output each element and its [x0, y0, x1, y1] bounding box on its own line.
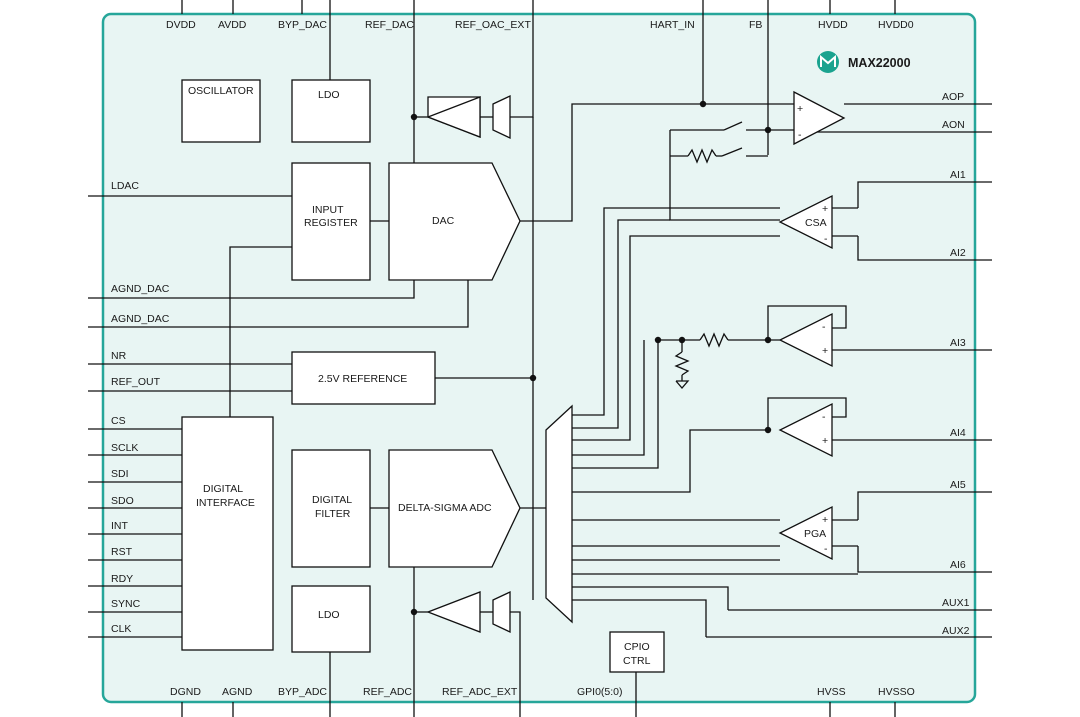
pin-fb: FB: [749, 19, 762, 31]
digital-filter-label-2: FILTER: [315, 508, 351, 520]
pin-aon: AON: [942, 119, 965, 131]
output-amp-plus: +: [797, 103, 803, 115]
pin-ai5: AI5: [950, 479, 966, 491]
pin-gpio: GPI0(5:0): [577, 686, 623, 698]
internal-wiring: [229, 103, 858, 637]
pin-nr: NR: [111, 350, 127, 362]
csa-minus: -: [824, 233, 828, 245]
ai3-buffer: [778, 312, 833, 368]
bottom-pin-lines: [181, 567, 896, 717]
csa-plus: +: [822, 203, 828, 215]
pin-aux2: AUX2: [942, 625, 970, 637]
pin-aux1: AUX1: [942, 597, 970, 609]
pin-ref-adc-ext: REF_ADC_EXT: [442, 686, 518, 698]
maxim-logo: [817, 51, 839, 73]
pin-ref-out: REF_OUT: [111, 376, 161, 388]
gpio-ctrl-label-1: CPIO: [624, 641, 650, 653]
reference-label: 2.5V REFERENCE: [318, 373, 407, 385]
gpio-ctrl-block: [609, 631, 665, 673]
pin-byp-adc: BYP_ADC: [278, 686, 327, 698]
pga-label: PGA: [804, 528, 826, 540]
pin-sdo: SDO: [111, 495, 134, 507]
input-register-label-1: INPUT: [312, 204, 344, 216]
junction-dots: [410, 100, 772, 616]
oscillator-label: OSCILLATOR: [188, 85, 254, 97]
pin-rdy: RDY: [111, 573, 133, 585]
pin-hvss: HVSS: [817, 686, 846, 698]
input-register-label-2: REGISTER: [304, 217, 358, 229]
pin-aop: AOP: [942, 91, 964, 103]
ref-mux-top: [492, 94, 511, 140]
ldo-top-block: [291, 79, 371, 143]
reference-block: [291, 351, 436, 405]
pin-agnd-dac-1: AGND_DAC: [111, 283, 170, 295]
pin-rst: RST: [111, 546, 133, 558]
digital-filter-label-1: DIGITAL: [312, 494, 352, 506]
mux-block: [545, 404, 573, 624]
digital-interface-label-2: INTERFACE: [196, 497, 255, 509]
pin-ai3: AI3: [950, 337, 966, 349]
pin-avdd: AVDD: [218, 19, 247, 31]
pga-amp: [778, 505, 833, 561]
ref-mux-bottom: [492, 590, 511, 634]
pin-hart-in: HART_IN: [650, 19, 695, 31]
ai3-plus: +: [822, 345, 828, 357]
input-register-block: [291, 162, 371, 281]
dac-label: DAC: [432, 215, 455, 227]
oscillator-block: [181, 79, 261, 143]
pin-dgnd: DGND: [170, 686, 201, 698]
pin-ai4: AI4: [950, 427, 966, 439]
pin-agnd-dac-2: AGND_DAC: [111, 313, 170, 325]
pin-ai1: AI1: [950, 169, 966, 181]
pin-agnd: AGND: [222, 686, 253, 698]
pga-plus: +: [822, 514, 828, 526]
ldo-top-label: LDO: [318, 89, 340, 101]
pin-ref-dac: REF_DAC: [365, 19, 414, 31]
ldo-bottom-label: LDO: [318, 609, 340, 621]
right-pin-lines: [706, 103, 992, 638]
pin-hvdd0: HVDD0: [878, 19, 914, 31]
ai4-plus: +: [822, 435, 828, 447]
pin-int: INT: [111, 520, 129, 532]
pin-byp-dac: BYP_DAC: [278, 19, 327, 31]
ldo-bottom-block: [291, 585, 371, 653]
pin-sdi: SDI: [111, 468, 129, 480]
ref-buffer-bottom: [426, 591, 481, 633]
pin-cs: CS: [111, 415, 126, 427]
pin-ref-oac-ext: REF_OAC_EXT: [455, 19, 531, 31]
pin-ref-adc: REF_ADC: [363, 686, 412, 698]
pin-ai2: AI2: [950, 247, 966, 259]
digital-interface-label-1: DIGITAL: [203, 483, 243, 495]
dac-block: [388, 162, 521, 281]
output-amp-minus: -: [798, 129, 802, 141]
pin-hvdd: HVDD: [818, 19, 848, 31]
ai4-minus: -: [822, 411, 826, 423]
pin-sclk: SCLK: [111, 442, 138, 454]
pin-sync: SYNC: [111, 598, 141, 610]
adc-label: DELTA-SIGMA ADC: [398, 502, 492, 514]
pin-dvdd: DVDD: [166, 19, 196, 31]
part-number: MAX22000: [848, 56, 911, 70]
digital-filter-block: [291, 449, 371, 568]
pga-minus: -: [824, 543, 828, 555]
ai3-minus: -: [822, 321, 826, 333]
pin-ldac: LDAC: [111, 180, 139, 192]
output-amp: [793, 90, 846, 146]
digital-interface-block: [181, 416, 274, 651]
csa-label: CSA: [805, 217, 827, 229]
csa-amp: [778, 194, 833, 250]
ai4-buffer: [778, 402, 833, 458]
pin-ai6: AI6: [950, 559, 966, 571]
pin-clk: CLK: [111, 623, 131, 635]
gpio-ctrl-label-2: CTRL: [623, 655, 651, 667]
adc-block: [388, 449, 521, 568]
pin-hvsso: HVSSO: [878, 686, 915, 698]
